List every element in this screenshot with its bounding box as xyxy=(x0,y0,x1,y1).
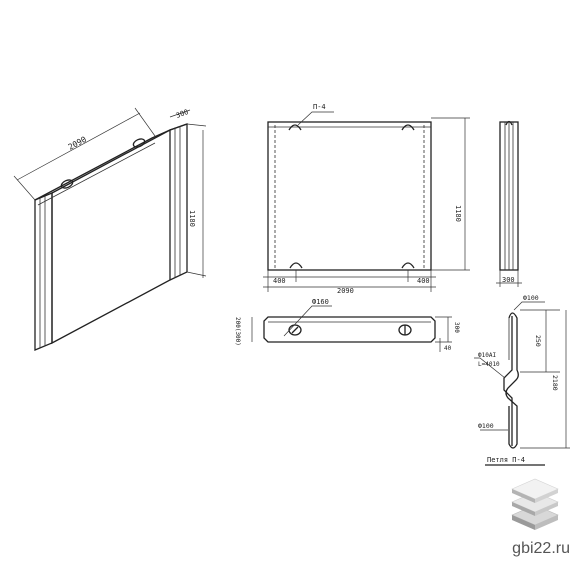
top-right-dim: 300 xyxy=(453,322,460,333)
watermark-site: gbi22.ru xyxy=(512,540,570,557)
lifting-loop-detail: Ф100 250 2180 Ф10АI L=4010 Ф100 Петля П-… xyxy=(474,294,570,466)
front-left-dim: 400 xyxy=(273,277,286,285)
front-height: 1180 xyxy=(454,205,462,222)
iso-length: 2090 xyxy=(67,135,88,152)
front-elevation-view: П-4 1180 400 2090 400 xyxy=(263,103,470,295)
loop-bottom-dia: Ф100 xyxy=(478,422,494,430)
loop-spec: L=4010 xyxy=(478,361,500,368)
front-width-dim: 2090 xyxy=(337,287,354,295)
top-hole-dia: Ф160 xyxy=(312,298,329,306)
loop-title: Петля П-4 xyxy=(487,456,525,464)
loop-d1: 250 xyxy=(534,335,542,347)
top-left-dim: 200(300) xyxy=(234,317,241,346)
side-thickness: 300 xyxy=(502,276,515,284)
loop-rebar: Ф10АI xyxy=(478,352,496,359)
front-right-dim: 400 xyxy=(417,277,430,285)
stack-icon xyxy=(511,478,559,530)
top-plan-view: Ф160 200(300) 300 40 xyxy=(234,298,460,352)
side-view: 300 xyxy=(496,120,522,287)
loop-top-dia: Ф100 xyxy=(523,294,539,302)
top-bottom-dim: 40 xyxy=(444,345,452,352)
isometric-panel-view: 2090 300 1180 xyxy=(13,107,207,351)
iso-height: 1180 xyxy=(188,210,196,227)
loop-length: 2180 xyxy=(551,375,559,391)
iso-thickness: 300 xyxy=(175,108,190,120)
front-label: П-4 xyxy=(313,103,326,111)
